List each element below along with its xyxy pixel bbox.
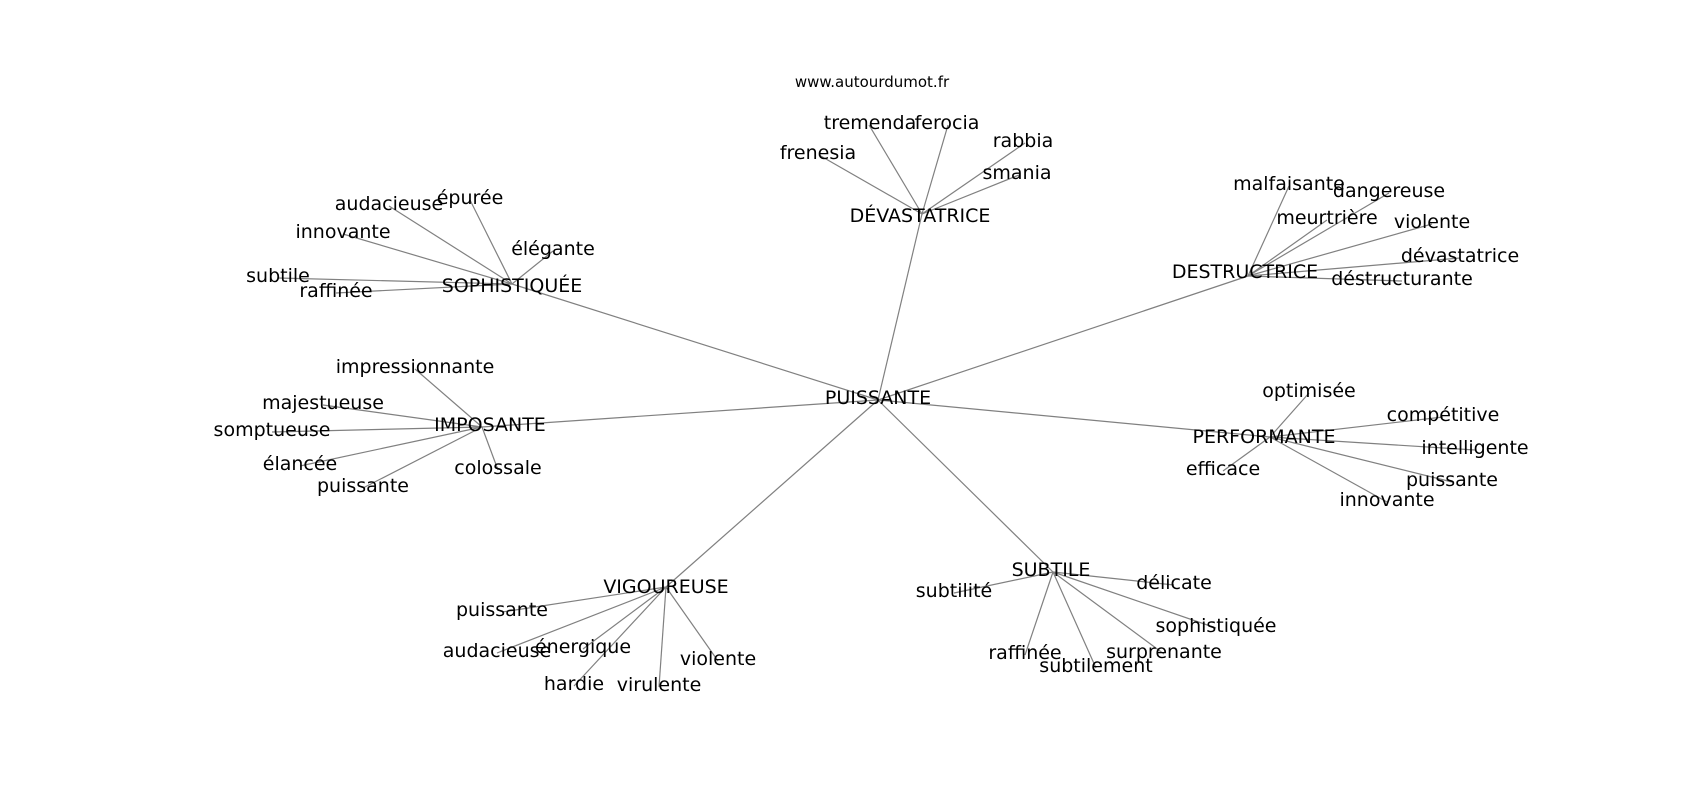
leaf-node-label: audacieuse xyxy=(443,640,551,662)
leaf-node-label: subtilité xyxy=(916,580,992,602)
leaf-node-label: puissante xyxy=(1406,469,1498,491)
leaf-node-label: rabbia xyxy=(993,130,1054,152)
leaf-node-label: subtilement xyxy=(1039,655,1152,677)
edge-cluster-to-leaf xyxy=(501,586,667,613)
edge-center-to-cluster xyxy=(877,213,923,401)
leaf-node-label: ferocia xyxy=(915,112,980,134)
leaf-node-label: subtile xyxy=(246,265,310,287)
edge-cluster-to-leaf xyxy=(469,199,513,285)
edge-cluster-to-leaf xyxy=(921,124,949,215)
edge-center-to-cluster xyxy=(511,283,879,401)
edge-cluster-to-leaf xyxy=(573,586,667,687)
edge-cluster-to-leaf xyxy=(1269,436,1453,483)
edge-cluster-to-leaf xyxy=(818,154,923,215)
edge-cluster-to-leaf xyxy=(362,426,483,489)
edge-cluster-to-leaf xyxy=(1052,571,1165,655)
leaf-node-label: délicate xyxy=(1136,572,1212,594)
leaf-node-label: raffinée xyxy=(988,642,1061,664)
leaf-node-label: efficace xyxy=(1186,458,1260,480)
edge-cluster-to-leaf xyxy=(414,368,483,428)
leaf-node-label: élégante xyxy=(511,238,595,260)
leaf-node-label: tremenda xyxy=(824,112,916,134)
leaf-node-label: colossale xyxy=(454,457,541,479)
edge-cluster-to-leaf xyxy=(868,124,923,215)
edge-cluster-to-leaf xyxy=(1052,571,1097,669)
leaf-node-label: audacieuse xyxy=(335,193,443,215)
edge-cluster-to-leaf xyxy=(1247,275,1403,282)
edge-cluster-to-leaf xyxy=(1269,436,1476,451)
leaf-node-label: violente xyxy=(1394,211,1470,233)
edge-cluster-to-leaf xyxy=(1269,392,1310,438)
cluster-node-label: IMPOSANTE xyxy=(434,414,546,436)
leaf-node-label: somptueuse xyxy=(214,419,331,441)
edge-center-to-cluster xyxy=(481,399,879,428)
leaf-node-label: dévastatrice xyxy=(1401,245,1519,267)
leaf-node-label: optimisée xyxy=(1262,380,1355,402)
edge-cluster-to-leaf xyxy=(1052,571,1175,586)
edge-cluster-to-leaf xyxy=(1024,571,1054,656)
edge-cluster-to-leaf xyxy=(481,426,499,471)
edge-cluster-to-leaf xyxy=(1222,436,1271,472)
leaf-node-label: épurée xyxy=(437,187,504,209)
edge-cluster-to-leaf xyxy=(1269,436,1388,503)
leaf-node-label: énergique xyxy=(535,636,631,658)
edge-cluster-to-leaf xyxy=(1247,257,1461,277)
edge-cluster-to-leaf xyxy=(511,250,554,285)
edge-cluster-to-leaf xyxy=(277,277,513,285)
edge-cluster-to-leaf xyxy=(299,426,483,467)
edge-cluster-to-leaf xyxy=(658,586,667,688)
center-node-label: PUISSANTE xyxy=(825,387,931,409)
edge-cluster-to-leaf xyxy=(388,205,513,285)
edge-cluster-to-leaf xyxy=(342,233,513,285)
edge-cluster-to-leaf xyxy=(322,404,483,428)
leaf-node-label: innovante xyxy=(1339,489,1434,511)
leaf-node-label: puissante xyxy=(317,475,409,497)
cluster-node-label: SUBTILE xyxy=(1012,559,1091,581)
edge-cluster-to-leaf xyxy=(1052,571,1217,629)
edge-cluster-to-leaf xyxy=(1247,185,1290,277)
edge-cluster-to-leaf xyxy=(1247,192,1390,277)
cluster-node-label: DESTRUCTRICE xyxy=(1172,261,1318,283)
edge-cluster-to-leaf xyxy=(271,426,483,433)
edge-cluster-to-leaf xyxy=(953,571,1054,594)
edge-cluster-to-leaf xyxy=(496,586,667,654)
leaf-node-label: sophistiquée xyxy=(1155,615,1276,637)
edge-cluster-to-leaf xyxy=(921,142,1026,215)
edge-center-to-cluster xyxy=(877,275,1249,401)
leaf-node-label: meurtrière xyxy=(1276,207,1377,229)
leaf-node-label: smania xyxy=(982,162,1051,184)
edge-cluster-to-leaf xyxy=(665,586,719,662)
leaf-node-label: impressionnante xyxy=(336,356,495,378)
leaf-node-label: innovante xyxy=(295,221,390,243)
edge-center-to-cluster xyxy=(877,399,1054,573)
cluster-node-label: DÉVASTATRICE xyxy=(850,204,991,227)
edge-center-to-cluster xyxy=(665,399,879,588)
leaf-node-label: compétitive xyxy=(1387,404,1500,426)
leaf-node-label: raffinée xyxy=(299,280,372,302)
edge-cluster-to-leaf xyxy=(921,174,1020,215)
edge-cluster-to-leaf xyxy=(1269,416,1444,438)
source-label: www.autourdumot.fr xyxy=(795,73,950,91)
cluster-node-label: PERFORMANTE xyxy=(1193,426,1336,448)
cluster-node-label: SOPHISTIQUÉE xyxy=(442,274,583,297)
leaf-node-label: virulente xyxy=(617,674,702,696)
leaf-node-label: surprenante xyxy=(1106,641,1222,663)
leaf-node-label: malfaisante xyxy=(1233,173,1345,195)
edge-cluster-to-leaf xyxy=(1247,219,1328,277)
edge-center-to-cluster xyxy=(877,399,1271,438)
edge-cluster-to-leaf xyxy=(582,586,667,650)
leaf-node-label: puissante xyxy=(456,599,548,621)
leaf-node-label: frenesia xyxy=(780,142,856,164)
cluster-node-label: VIGOUREUSE xyxy=(603,576,728,598)
leaf-node-label: majestueuse xyxy=(262,392,384,414)
leaf-node-label: déstructurante xyxy=(1331,268,1473,290)
leaf-node-label: élancée xyxy=(263,453,337,475)
leaf-node-label: violente xyxy=(680,648,756,670)
leaf-node-label: hardie xyxy=(544,673,604,695)
leaf-node-label: dangereuse xyxy=(1333,180,1445,202)
edge-cluster-to-leaf xyxy=(1247,223,1433,277)
edge-cluster-to-leaf xyxy=(335,283,513,294)
leaf-node-label: intelligente xyxy=(1421,437,1528,459)
